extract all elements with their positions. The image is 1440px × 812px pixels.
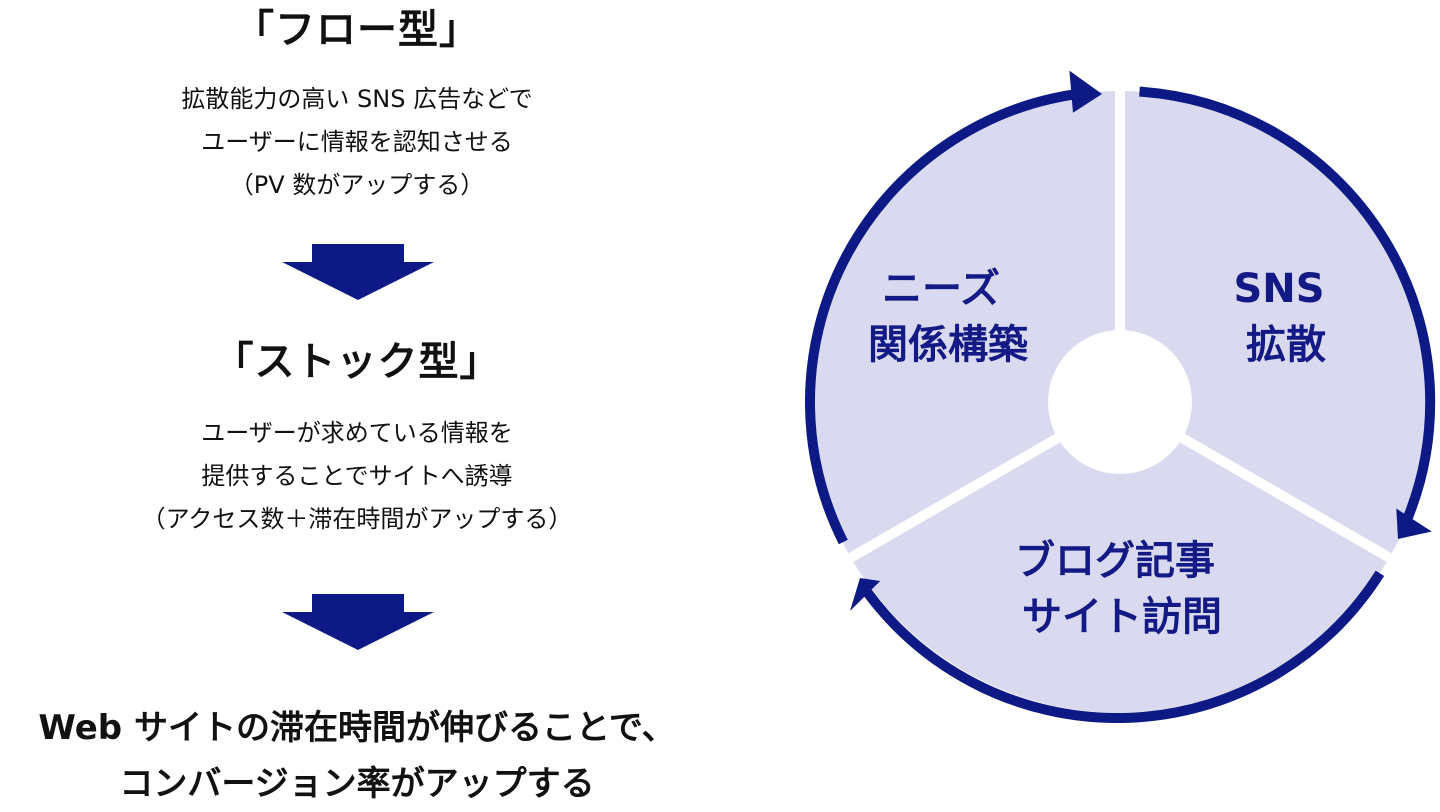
- flow-type-description: 拡散能力の高い SNS 広告などで ユーザーに情報を認知させる （PV 数がアッ…: [0, 78, 714, 207]
- segment-blog: [850, 402, 1390, 713]
- stock-type-description: ユーザーが求めている情報を 提供することでサイトへ誘導 （アクセス数＋滞在時間が…: [0, 412, 714, 541]
- conclusion-line-1: Web サイトの滞在時間が伸びることで、: [38, 708, 676, 748]
- curved-arrow-icon: [1396, 508, 1432, 539]
- segment-label-sns: SNS 拡散: [1233, 266, 1338, 368]
- down-arrow-icon: [282, 244, 434, 300]
- conclusion-line-2: コンバージョン率がアップする: [119, 764, 595, 804]
- down-arrow-icon: [282, 594, 434, 650]
- segment-label-needs: ニーズ 関係構築: [868, 266, 1029, 368]
- flow-desc-line-3: （PV 数がアップする）: [229, 171, 485, 199]
- segment-label-blog: ブログ記事 サイト訪問: [1015, 538, 1229, 640]
- cycle-diagram: SNS 拡散 ブログ記事 サイト訪問 ニーズ 関係構築: [804, 70, 1436, 724]
- flow-type-heading: 「フロー型」: [234, 7, 480, 53]
- curved-arrow-icon: [862, 570, 1385, 724]
- curved-arrow-icon: [1069, 70, 1102, 113]
- stock-desc-line-3: （アクセス数＋滞在時間がアップする）: [141, 505, 573, 533]
- center-hole: [1048, 330, 1192, 474]
- conclusion-text: Web サイトの滞在時間が伸びることで、 コンバージョン率がアップする: [0, 700, 714, 812]
- strategy-flow: 「フロー型」 拡散能力の高い SNS 広告などで ユーザーに情報を認知させる （…: [0, 0, 714, 804]
- curved-arrow-icon: [1139, 86, 1436, 527]
- stock-desc-line-1: ユーザーが求めている情報を: [201, 419, 513, 447]
- curved-arrow-icon: [850, 578, 881, 611]
- curved-arrow-icon: [804, 87, 1087, 545]
- flow-desc-line-2: ユーザーに情報を認知させる: [201, 128, 513, 156]
- flow-desc-line-1: 拡散能力の高い SNS 広告などで: [181, 85, 533, 113]
- cycle-arrows: [804, 86, 1436, 724]
- segment-needs: [809, 91, 1120, 558]
- stock-type-heading: 「ストック型」: [213, 339, 501, 385]
- stock-desc-line-2: 提供することでサイトへ誘導: [201, 462, 513, 490]
- segment-sns: [1120, 91, 1431, 558]
